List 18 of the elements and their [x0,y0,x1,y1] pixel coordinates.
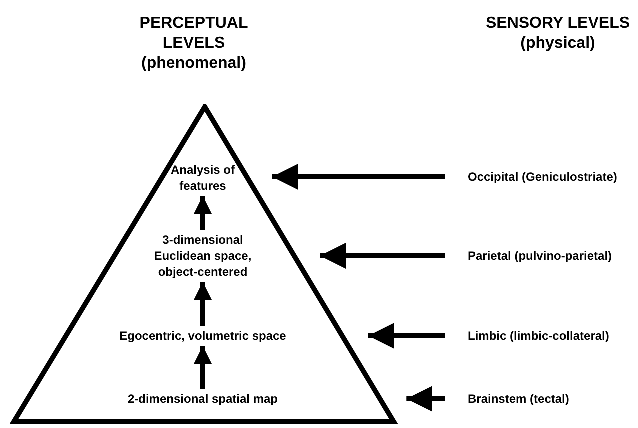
arrow [272,164,445,190]
pyramid-triangle [10,104,400,426]
arrow [194,196,212,230]
sensory-level-label: Parietal (pulvino-parietal) [445,248,638,264]
sensory-level-label: Brainstem (tectal) [445,391,638,407]
perceptual-level-label: 3-dimensional Euclidean space, object-centered [145,232,261,280]
perceptual-level-label: Analysis of features [168,162,238,194]
arrow [194,282,212,326]
sensory-level-label: Limbic (limbic-collateral) [445,328,638,344]
arrow [368,323,445,349]
sensory-level-label: Occipital (Geniculostriate) [445,169,638,185]
arrow [194,346,212,389]
perceptual-level-label: 2-dimensional spatial map [113,391,293,407]
arrow [320,243,445,269]
column-heading: PERCEPTUAL LEVELS (phenomenal) [138,14,250,74]
arrow [406,386,445,412]
column-heading: SENSORY LEVELS (physical) [484,14,632,54]
perceptual-level-label: Egocentric, volumetric space [103,328,303,344]
